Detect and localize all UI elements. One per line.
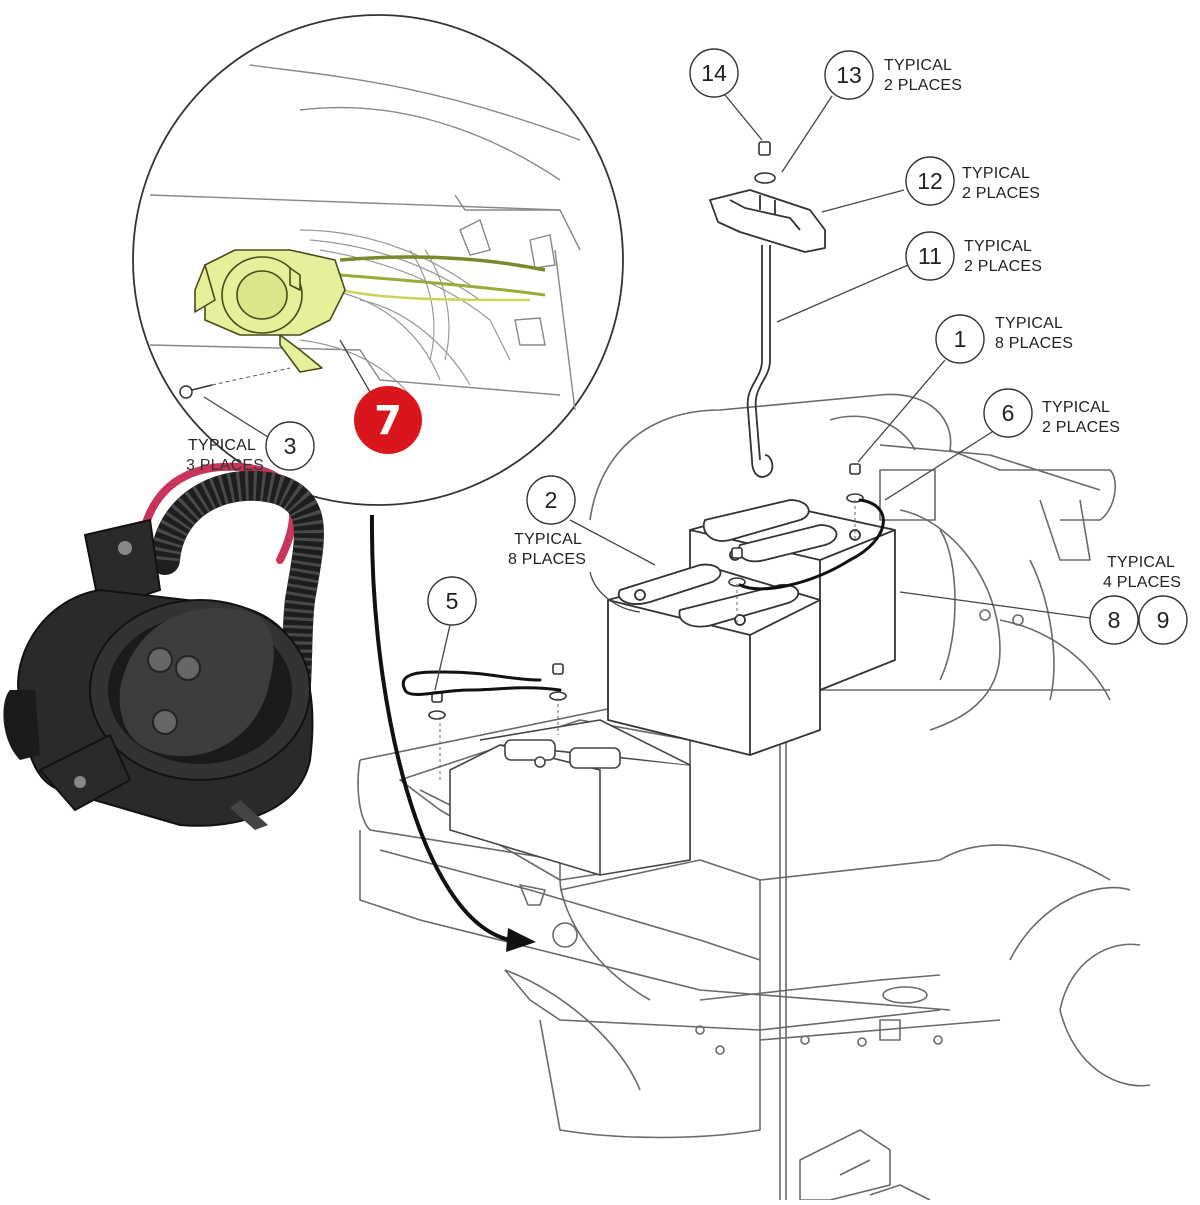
callout-9: 9 [1138,595,1188,645]
hold-down-rod [746,245,774,478]
charger-receptacle-highlight [194,249,346,373]
svg-text:5: 5 [446,588,459,614]
svg-text:2 PLACES: 2 PLACES [962,185,1040,202]
svg-text:3: 3 [284,433,297,459]
callout-11: 11 TYPICAL 2 PLACES [905,231,1042,281]
svg-text:TYPICAL: TYPICAL [995,315,1063,332]
battery-icon [607,499,896,756]
svg-text:TYPICAL: TYPICAL [1107,554,1175,571]
receptacle-photo-icon [3,462,324,830]
detail-inset [132,14,624,506]
hardware-leader-lines [439,500,856,780]
svg-text:4 PLACES: 4 PLACES [1103,574,1181,591]
callout-1: 1 TYPICAL 8 PLACES [935,314,1073,364]
svg-text:TYPICAL: TYPICAL [964,238,1032,255]
svg-text:6: 6 [1002,400,1015,426]
svg-text:TYPICAL: TYPICAL [962,165,1030,182]
leader-lines [203,94,1091,691]
svg-text:14: 14 [701,60,727,86]
svg-text:TYPICAL: TYPICAL [188,437,256,454]
svg-text:9: 9 [1157,607,1170,633]
battery-clamp-bracket [709,189,826,253]
svg-text:7: 7 [374,398,402,444]
svg-text:TYPICAL: TYPICAL [1042,399,1110,416]
callout-2: 2 TYPICAL 8 PLACES [508,475,586,568]
callout-14: 14 [689,48,739,98]
svg-text:TYPICAL: TYPICAL [884,57,952,74]
battery-cables [401,498,885,696]
svg-text:2 PLACES: 2 PLACES [1042,419,1120,436]
rear-batteries [449,719,691,876]
location-arrow [369,514,536,952]
svg-text:13: 13 [836,62,862,88]
screw-icon [179,384,213,399]
callout-8: 8 TYPICAL 4 PLACES [1089,554,1181,645]
callout-6: 6 TYPICAL 2 PLACES [983,388,1120,438]
svg-text:2 PLACES: 2 PLACES [884,77,962,94]
callout-5: 5 [427,576,477,626]
svg-text:3 PLACES: 3 PLACES [186,457,264,474]
svg-text:2: 2 [545,487,558,513]
callout-7-highlight: 7 [354,386,422,454]
svg-text:1: 1 [954,326,967,352]
svg-text:8 PLACES: 8 PLACES [508,551,586,568]
svg-text:11: 11 [918,243,942,269]
svg-text:TYPICAL: TYPICAL [514,531,582,548]
svg-text:12: 12 [917,168,943,194]
svg-text:8: 8 [1108,607,1121,633]
callout-12: 12 TYPICAL 2 PLACES [905,156,1040,206]
callout-13: 13 TYPICAL 2 PLACES [824,50,962,100]
svg-text:2 PLACES: 2 PLACES [964,258,1042,275]
nut-and-washer [754,141,776,184]
callout-3: 3 TYPICAL 3 PLACES [186,421,315,474]
terminal-hardware [428,463,864,720]
svg-text:8 PLACES: 8 PLACES [995,335,1073,352]
